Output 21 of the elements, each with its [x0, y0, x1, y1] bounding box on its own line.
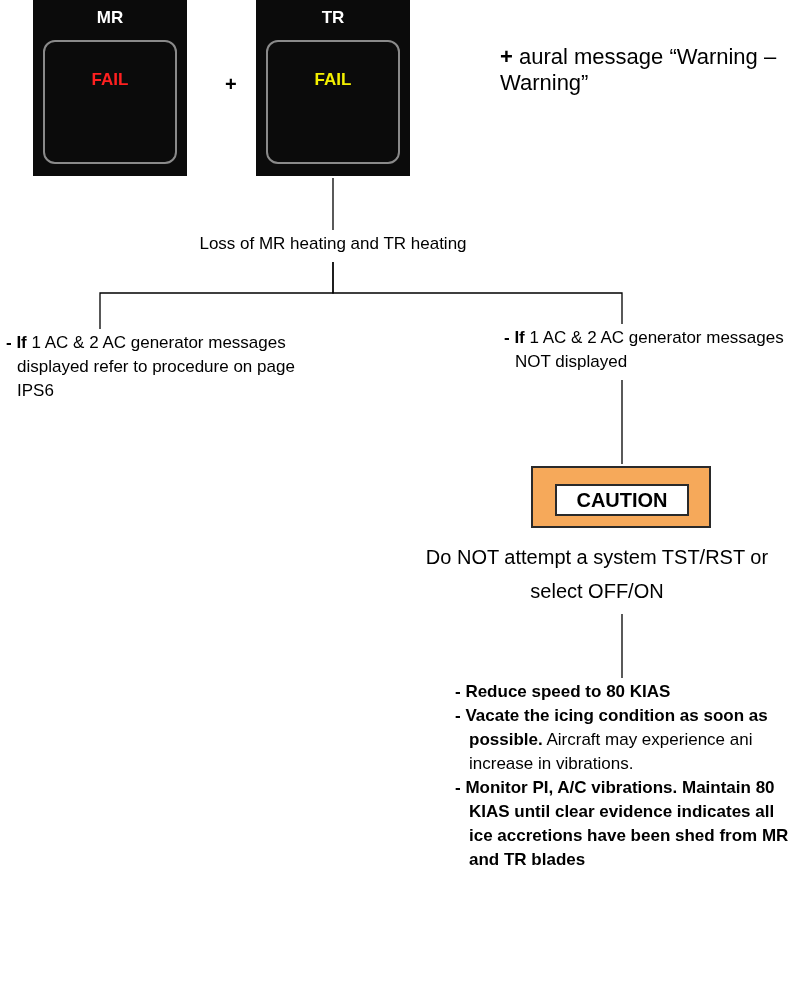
warning-panel: [33, 0, 187, 176]
warning-panel: [256, 0, 410, 176]
instruction-item: - Vacate the icing condition as soon as possible. Aircraft may experience ani increase in vibrations.: [455, 705, 769, 775]
connector-line: [621, 379, 623, 465]
connector-line: [332, 261, 623, 325]
aural-message-note: + aural message “Warning – Warning”: [500, 44, 778, 97]
flow-text: - If 1 AC & 2 AC generator messages NOT displayed: [504, 327, 785, 373]
caution-box: [531, 466, 711, 528]
caution-label: CAUTION: [555, 484, 689, 516]
flow-text: Loss of MR heating and TR heating: [198, 233, 468, 255]
flow-text: - If 1 AC & 2 AC generator messages displayed refer to procedure on page IPS6: [6, 332, 296, 402]
panel-heading: TR: [320, 8, 346, 28]
fail-indicator: FAIL: [90, 70, 130, 90]
connector-line: [621, 613, 623, 679]
plus-sign: +: [225, 72, 238, 96]
connector-line: [332, 177, 334, 231]
instruction-item: - Reduce speed to 80 KIAS: [455, 681, 672, 703]
instruction-item: - Monitor PI, A/C vibrations. Maintain 80 KIAS until clear evidence indicates all ice accretions have been shed from MR and TR blades: [455, 777, 790, 871]
fail-indicator: FAIL: [313, 70, 353, 90]
panel-heading: MR: [95, 8, 125, 28]
flow-text: Do NOT attempt a system TST/RST or select OFF/ON: [424, 545, 770, 604]
